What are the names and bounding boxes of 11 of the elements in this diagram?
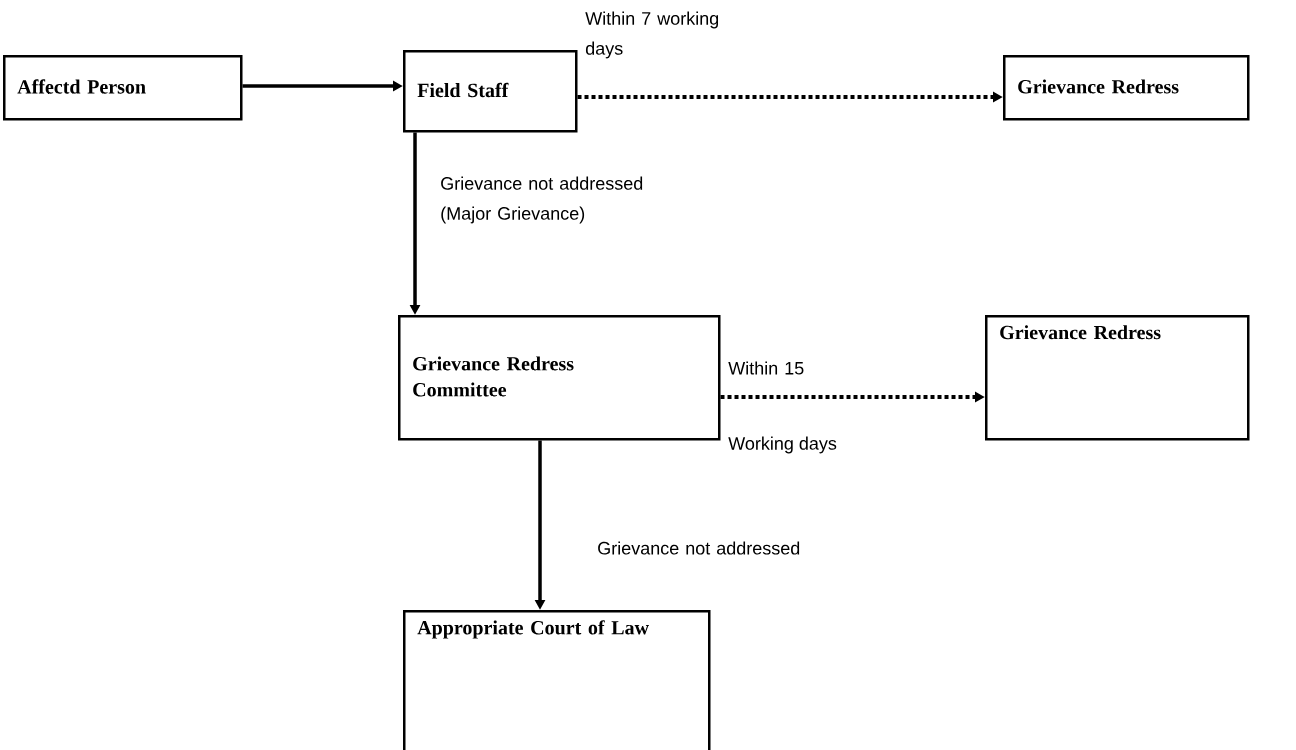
process-box: Grievance Redress	[985, 315, 1250, 441]
edge-label: Grievance not addressed	[598, 541, 800, 555]
process-box: Affectd Person	[3, 55, 243, 121]
edge-label: Within 15	[728, 361, 804, 375]
process-box: Grievance Redress	[1003, 55, 1250, 121]
edge-label: Within 7 working days	[585, 11, 719, 59]
process-box: Field Staff	[403, 50, 578, 133]
edge-label: Grievance not addressed (Major Grievance)	[441, 176, 643, 224]
note-text: Working days	[728, 436, 837, 454]
process-box: Grievance Redress Committee	[398, 315, 721, 441]
process-box: Appropriate Court of Law	[403, 610, 711, 750]
